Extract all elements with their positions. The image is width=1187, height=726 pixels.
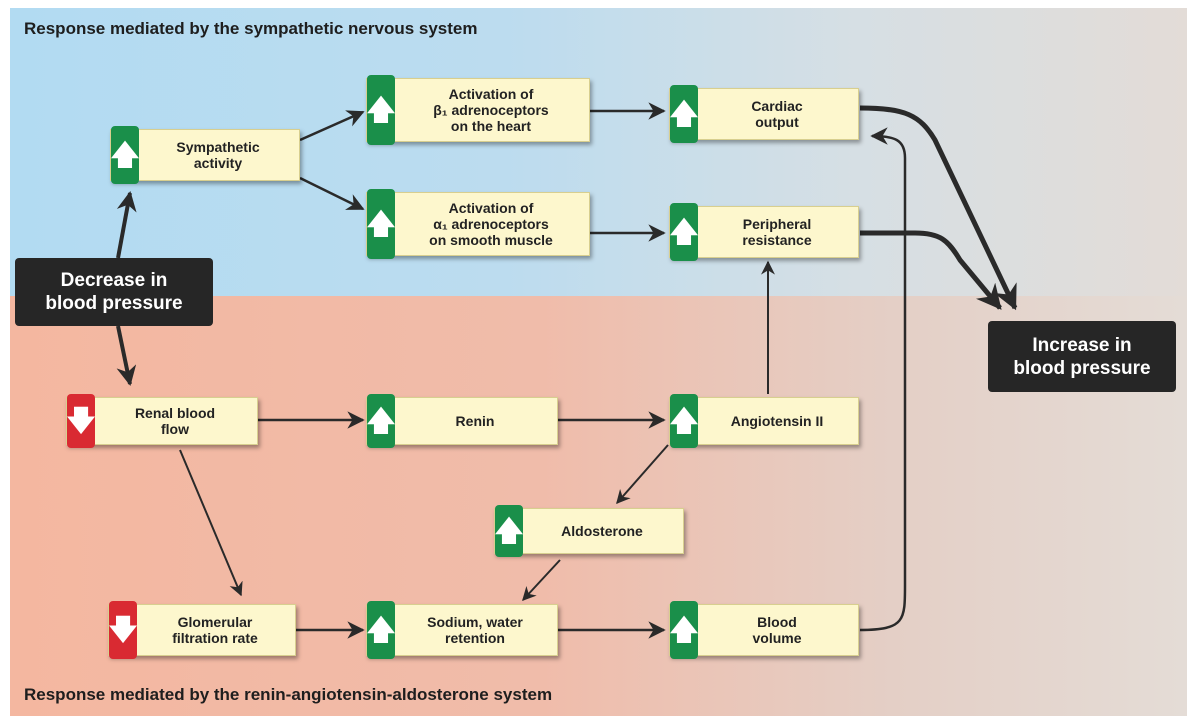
arrow-decrease-to-sympathetic [116,191,137,259]
node-label: Sodium, water retention [427,614,523,646]
up-arrow-icon: 🡅 [367,601,395,659]
up-arrow-icon: 🡅 [670,85,698,143]
up-arrow-icon: 🡅 [111,126,139,184]
node-renin: 🡅 Renin [366,394,558,448]
up-arrow-icon: 🡅 [495,505,523,557]
arrow-sympathetic-to-beta1 [299,110,365,142]
node-sympathetic-activity: 🡅 Sympathetic activity [110,126,300,184]
node-aldosterone: 🡅 Aldosterone [494,505,684,557]
increase-blood-pressure-box: Increase in blood pressure [988,321,1176,392]
raas-section-title: Response mediated by the renin-angiotens… [24,685,553,704]
node-label: Activation of α₁ adrenoceptors on smooth… [429,200,553,248]
node-label: Cardiac output [751,98,803,130]
arrow-renal-to-gfr [179,449,243,597]
node-beta1-activation: 🡅 Activation of β₁ adrenoceptors on the … [366,75,590,145]
node-renal-blood-flow: 🡇 Renal blood flow [66,394,258,448]
node-blood-volume: 🡅 Blood volume [669,601,859,659]
node-label: Angiotensin II [730,413,824,429]
sympathetic-section-title: Response mediated by the sympathetic ner… [24,19,478,38]
arrow-angiotensin-to-aldosterone [616,444,669,505]
arrow-cardiac-to-increase [859,105,1018,311]
node-glomerular-filtration-rate: 🡇 Glomerular filtration rate [108,601,296,659]
down-arrow-icon: 🡇 [109,601,137,659]
node-label: Renin [455,413,495,429]
node-cardiac-output: 🡅 Cardiac output [669,85,859,143]
arrow-peripheral-to-increase [860,230,1002,310]
node-label: Glomerular filtration rate [172,614,258,646]
node-angiotensin-ii: 🡅 Angiotensin II [669,394,859,448]
up-arrow-icon: 🡅 [367,75,395,145]
decrease-blood-pressure-box: Decrease in blood pressure [15,258,213,326]
node-alpha1-activation: 🡅 Activation of α₁ adrenoceptors on smoo… [366,189,590,259]
node-label: Renal blood flow [134,405,216,437]
up-arrow-icon: 🡅 [367,189,395,259]
node-label: Activation of β₁ adrenoceptors on the he… [433,86,549,134]
node-peripheral-resistance: 🡅 Peripheral resistance [669,203,859,261]
up-arrow-icon: 🡅 [670,601,698,659]
arrow-aldosterone-to-sodium [522,559,561,602]
up-arrow-icon: 🡅 [367,394,395,448]
node-sodium-water-retention: 🡅 Sodium, water retention [366,601,558,659]
node-label: Sympathetic activity [176,139,260,171]
arrow-decrease-to-renal [116,325,137,386]
arrow-sympathetic-to-alpha1 [299,176,365,211]
down-arrow-icon: 🡇 [67,394,95,448]
node-label: Aldosterone [561,523,643,539]
up-arrow-icon: 🡅 [670,203,698,261]
node-label: Blood volume [752,614,802,646]
up-arrow-icon: 🡅 [670,394,698,448]
arrow-volume-to-cardiac [859,127,907,632]
node-label: Peripheral resistance [742,216,812,248]
